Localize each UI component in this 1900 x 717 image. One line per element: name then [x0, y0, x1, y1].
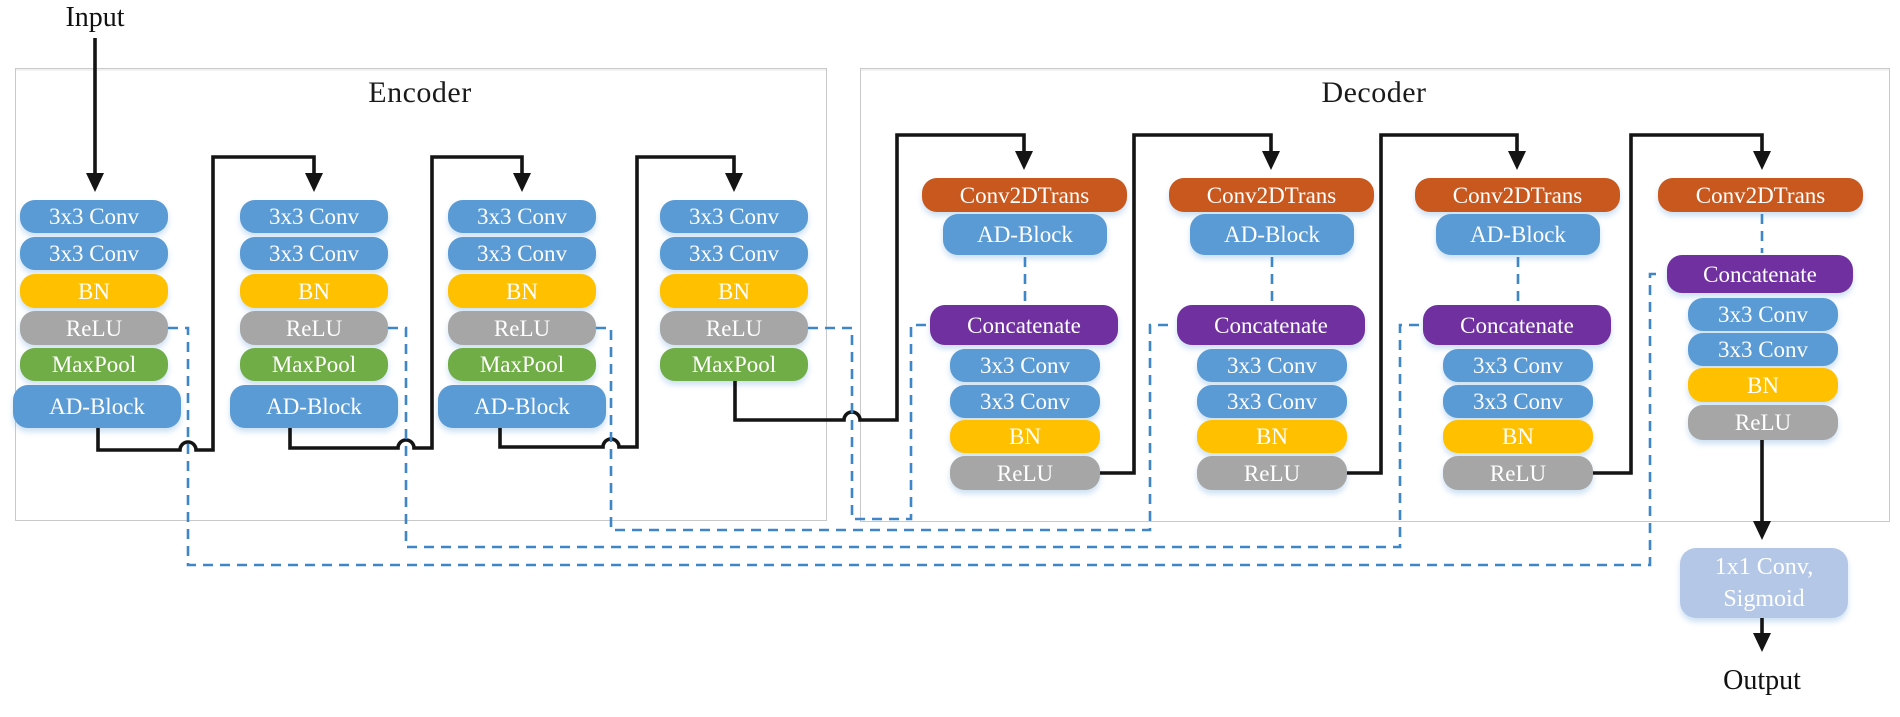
- conv-block: 3x3 Conv: [660, 200, 808, 233]
- ad-block: AD-Block: [943, 214, 1107, 255]
- conv-block: 3x3 Conv: [240, 237, 388, 270]
- ad-block: AD-Block: [438, 385, 606, 428]
- encoder-title: Encoder: [368, 76, 472, 109]
- conv-block: 3x3 Conv: [20, 200, 168, 233]
- conv-block: 3x3 Conv: [240, 200, 388, 233]
- bn-block: BN: [660, 274, 808, 308]
- input-label: Input: [65, 2, 125, 33]
- conv-block: 3x3 Conv: [20, 237, 168, 270]
- concatenate-block: Concatenate: [1667, 255, 1853, 293]
- conv2dtrans-block: Conv2DTrans: [1169, 178, 1374, 212]
- conv-block: 3x3 Conv: [1197, 385, 1347, 418]
- conv2dtrans-block: Conv2DTrans: [1415, 178, 1620, 212]
- conv-block: 3x3 Conv: [1443, 349, 1593, 382]
- decoder-title: Decoder: [1321, 76, 1427, 109]
- bn-block: BN: [950, 420, 1100, 453]
- conv2dtrans-block: Conv2DTrans: [922, 178, 1127, 212]
- relu-block: ReLU: [240, 311, 388, 345]
- conv-block: 3x3 Conv: [1688, 333, 1838, 366]
- concatenate-block: Concatenate: [1177, 305, 1365, 345]
- bn-block: BN: [20, 274, 168, 308]
- bn-block: BN: [240, 274, 388, 308]
- output-label: Output: [1723, 665, 1801, 696]
- conv-block: 3x3 Conv: [448, 237, 596, 270]
- conv-block: 3x3 Conv: [660, 237, 808, 270]
- relu-block: ReLU: [1443, 456, 1593, 490]
- conv-block: 3x3 Conv: [448, 200, 596, 233]
- ad-block: AD-Block: [1436, 214, 1600, 255]
- conv2dtrans-block: Conv2DTrans: [1658, 178, 1863, 212]
- relu-block: ReLU: [1688, 405, 1838, 440]
- decoder-frame: [860, 68, 1890, 522]
- bn-block: BN: [1443, 420, 1593, 453]
- relu-block: ReLU: [1197, 456, 1347, 490]
- relu-block: ReLU: [20, 311, 168, 345]
- maxpool-block: MaxPool: [20, 348, 168, 381]
- sigmoid-conv-block: 1x1 Conv, Sigmoid: [1680, 548, 1848, 618]
- bn-block: BN: [1688, 368, 1838, 402]
- ad-block: AD-Block: [13, 385, 181, 428]
- bn-block: BN: [448, 274, 596, 308]
- relu-block: ReLU: [950, 456, 1100, 490]
- maxpool-block: MaxPool: [660, 348, 808, 381]
- maxpool-block: MaxPool: [240, 348, 388, 381]
- conv-block: 3x3 Conv: [1197, 349, 1347, 382]
- ad-block: AD-Block: [1190, 214, 1354, 255]
- relu-block: ReLU: [660, 311, 808, 345]
- conv-block: 3x3 Conv: [950, 349, 1100, 382]
- bn-block: BN: [1197, 420, 1347, 453]
- concatenate-block: Concatenate: [930, 305, 1118, 345]
- sigmoid-conv-block-line1: 1x1 Conv,: [1714, 553, 1814, 580]
- maxpool-block: MaxPool: [448, 348, 596, 381]
- conv-block: 3x3 Conv: [1688, 298, 1838, 331]
- relu-block: ReLU: [448, 311, 596, 345]
- sigmoid-conv-block-line2: Sigmoid: [1723, 586, 1805, 612]
- ad-block: AD-Block: [230, 385, 398, 428]
- conv-block: 3x3 Conv: [1443, 385, 1593, 418]
- conv-block: 3x3 Conv: [950, 385, 1100, 418]
- concatenate-block: Concatenate: [1423, 305, 1611, 345]
